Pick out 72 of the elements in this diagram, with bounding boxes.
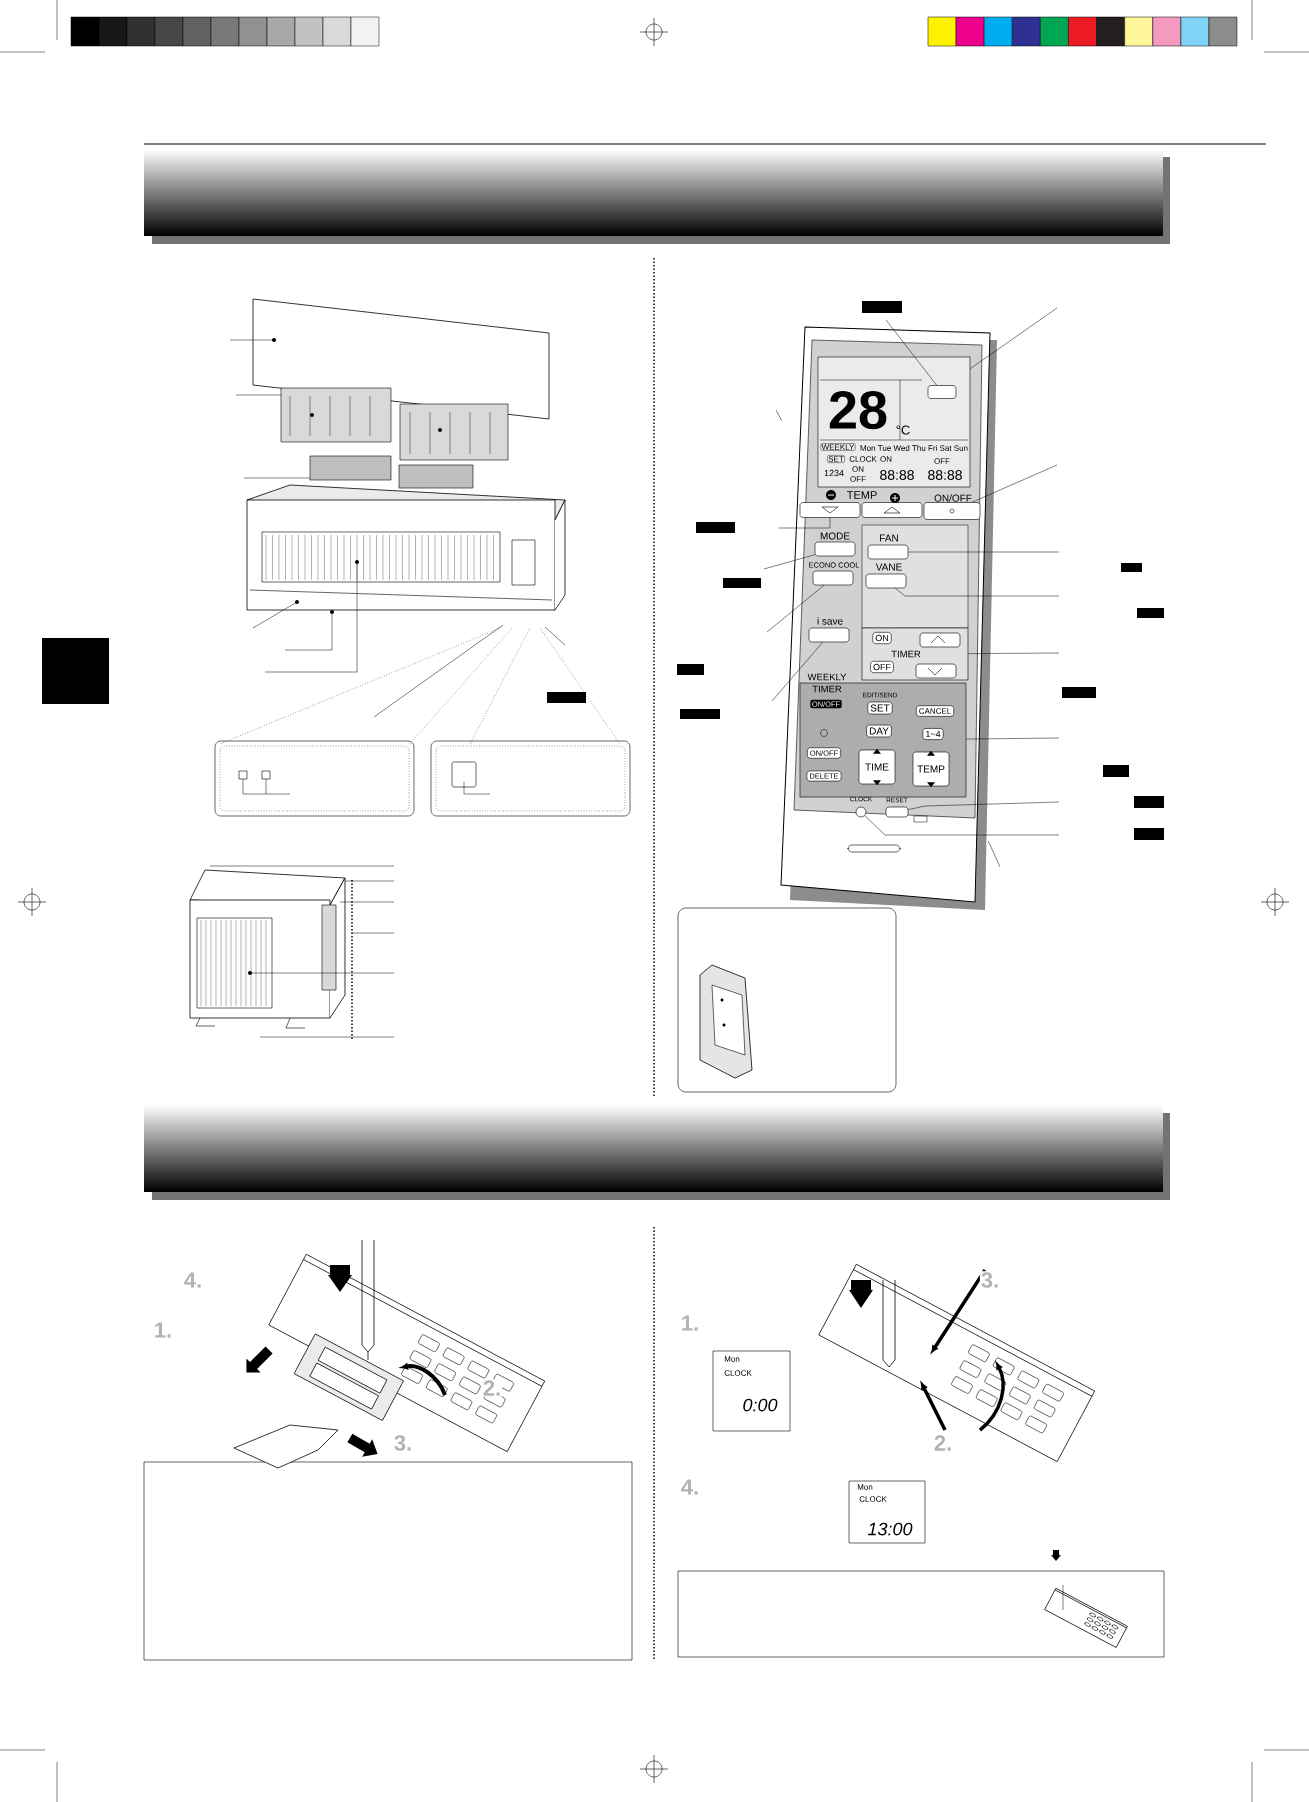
display-digits: 0:00	[743, 1398, 778, 1412]
button-label: i save	[817, 617, 843, 625]
display-digits: 88:88	[880, 470, 914, 480]
cancel-button: CANCEL	[916, 705, 955, 717]
button-label: MODE	[820, 532, 850, 540]
day-button: DAY	[866, 724, 892, 738]
time-button: TIME	[858, 748, 896, 786]
step-number: 1.	[679, 1314, 701, 1332]
leader-line	[864, 815, 1060, 836]
step-number: 3.	[979, 1271, 1001, 1289]
note-box	[143, 1461, 633, 1661]
leader-line	[763, 554, 815, 570]
display-indicator: CLOCK	[849, 456, 877, 462]
step-number: 1.	[152, 1321, 174, 1339]
display-indicator: WEEKLY	[820, 443, 856, 451]
vane-button	[865, 573, 907, 589]
clock-button	[855, 806, 867, 818]
button-label: TEMP	[846, 491, 877, 499]
set-button: SET	[867, 701, 893, 715]
step-number: 4.	[679, 1478, 701, 1496]
display-digits: 13:00	[867, 1522, 913, 1536]
display-indicator: OFF	[934, 458, 950, 464]
leader-line	[908, 801, 1060, 810]
step-number: 3.	[392, 1434, 414, 1452]
leader-line	[775, 409, 782, 421]
display-indicator: OFF	[850, 476, 866, 482]
display-indicator: 1234	[824, 469, 844, 477]
button-label: WEEKLY TIMER	[807, 673, 847, 693]
leader-line	[895, 588, 1060, 597]
display-unit: °C	[896, 425, 910, 435]
step-number: 2.	[481, 1379, 503, 1397]
i-save-button	[808, 627, 850, 643]
temp-button: TEMP	[912, 750, 950, 788]
display-text: Mon	[724, 1356, 740, 1362]
button-label: TIMER	[891, 650, 921, 658]
leader-line	[970, 307, 1058, 369]
lcd-display	[817, 356, 971, 488]
timer-on-button: ON	[872, 632, 892, 644]
button-label: ON/OFF	[934, 494, 972, 502]
leader-line	[971, 464, 1058, 503]
display-text: CLOCK	[724, 1370, 752, 1376]
leader-line	[966, 737, 1060, 740]
reset-button	[885, 806, 909, 818]
leader-line	[968, 652, 1060, 654]
leader-line	[885, 319, 937, 386]
weekday-row: Mon Tue Wed Thu Fri Sat Sun	[860, 445, 968, 451]
step-number: 4.	[182, 1271, 204, 1289]
leader-line	[766, 585, 825, 633]
temp-down-button	[799, 502, 861, 518]
display-indicator: SET	[827, 455, 845, 463]
mode-button	[814, 541, 856, 557]
display-digits: 28	[829, 390, 887, 430]
display-indicator: ON	[880, 456, 892, 462]
fan-button	[867, 544, 909, 560]
note-box	[677, 1570, 1165, 1658]
display-text: CLOCK	[859, 1496, 887, 1502]
battery-indicator	[927, 385, 957, 399]
on-off-button	[923, 502, 981, 520]
display-text: Mon	[857, 1484, 873, 1490]
econo-cool-button	[812, 570, 854, 586]
pattern-button: 1~4	[922, 728, 944, 740]
button-label: VANE	[875, 563, 902, 571]
step-number: 2.	[932, 1434, 954, 1452]
leader-line	[778, 517, 831, 529]
display-indicator: ON	[852, 466, 864, 472]
display-digits: 88:88	[928, 470, 962, 480]
temp-up-button	[861, 502, 923, 518]
button-label: FAN	[880, 534, 898, 542]
timer-off-button: OFF	[870, 661, 894, 673]
leader-line	[988, 840, 1001, 868]
leader-line	[908, 551, 1060, 553]
leader-line	[771, 642, 823, 702]
